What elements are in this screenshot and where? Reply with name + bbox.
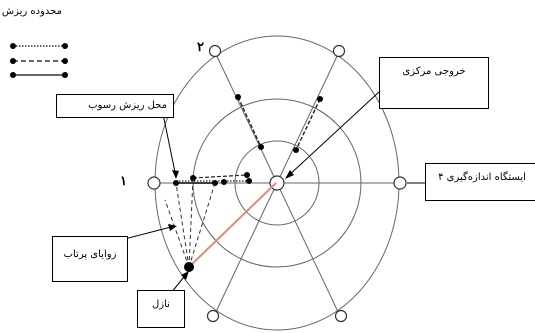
station-marker-3 [332, 44, 346, 58]
range-spoke-2 [237, 96, 262, 148]
nozzle-point [184, 262, 194, 272]
pointer-sediment [161, 108, 177, 178]
station-marker-5 [206, 309, 220, 323]
station-marker-1 [147, 176, 161, 190]
sediment-location-label: محل ریزش رسوب [56, 94, 174, 118]
throw-ray-4 [164, 199, 190, 268]
station-marker-4 [393, 176, 407, 190]
legend-dot [10, 43, 16, 49]
legend-dot [62, 72, 68, 78]
range-dot [293, 147, 299, 153]
legend-dot [62, 58, 68, 64]
throw-ray-2 [188, 177, 194, 268]
nozzle-label: نازل [137, 290, 185, 328]
central-outlet-label: خروجی مرکزی [379, 57, 489, 109]
station-number-2: ۲ [197, 40, 204, 55]
range-spoke-3 [295, 98, 321, 151]
range-dot [258, 144, 264, 150]
legend-dot [10, 72, 16, 78]
range-dot [246, 178, 252, 184]
range-dot [190, 175, 196, 181]
range-dashed [192, 174, 248, 179]
legend-dot [62, 43, 68, 49]
station-marker-6 [334, 309, 348, 323]
arrowhead [168, 224, 177, 231]
range-dot [235, 94, 241, 100]
station-4-label: ایستگاه اندازه‌گیری ۴ [425, 163, 535, 201]
pointer-outlet [286, 91, 380, 178]
legend-dot [10, 58, 16, 64]
legend-title: محدوده ریزش [1, 6, 62, 17]
station-marker-2 [208, 44, 222, 58]
throw-ray-1 [175, 182, 190, 268]
arrowhead [285, 170, 294, 179]
range-dot [317, 96, 323, 102]
throw-angles-label: زوایای پرتاب [52, 236, 128, 282]
arrowhead [181, 271, 189, 280]
throw-ray-3 [188, 182, 216, 268]
station-number-1: ۱ [120, 174, 127, 189]
arrowhead [172, 170, 179, 179]
range-dot [244, 172, 250, 178]
nozzle-line [188, 182, 277, 268]
range-dot [221, 179, 227, 185]
